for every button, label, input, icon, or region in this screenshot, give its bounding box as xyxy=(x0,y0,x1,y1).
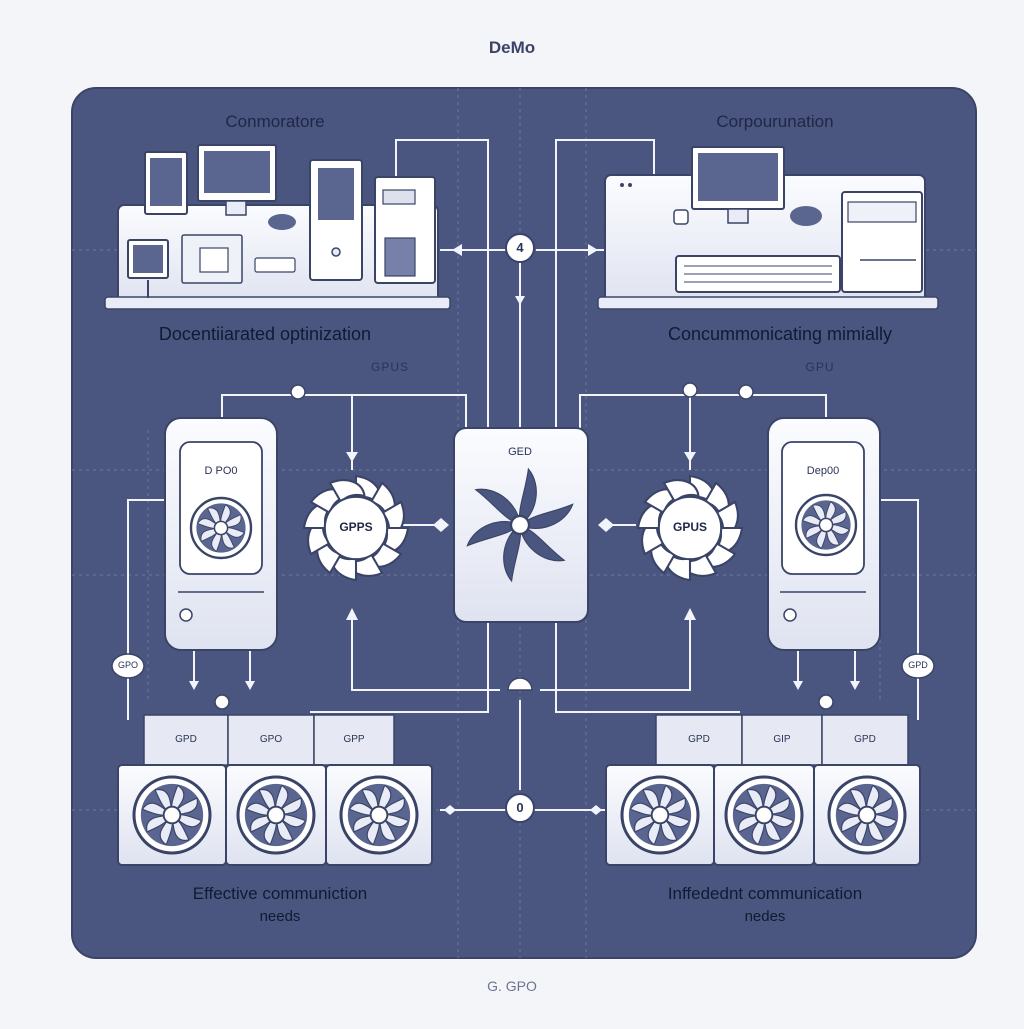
node-top xyxy=(505,233,535,263)
bottom-left-caption-line1: Effective communiction xyxy=(192,884,368,903)
rack-right-label-1: GPD xyxy=(688,734,710,745)
bottom-left-caption-line2: needs xyxy=(259,908,301,925)
workstation-left xyxy=(104,144,451,310)
workstation-right xyxy=(597,146,939,310)
gpu-card-left xyxy=(164,417,278,651)
bottom-right-caption-line2: nedes xyxy=(744,908,786,925)
top-left-sub: GPUS xyxy=(370,360,409,374)
gpu-card-right-label: Dep00 xyxy=(806,465,840,477)
gpu-rack-left xyxy=(118,714,432,865)
top-right-heading: Corpourunation xyxy=(716,112,834,131)
gpu-card-left-label: D PO0 xyxy=(204,465,238,477)
mouse-icon xyxy=(268,214,296,230)
rack-left-label-1: GPD xyxy=(175,734,197,745)
rack-left-label-3: GPP xyxy=(343,734,365,745)
gear-left-label: GPPS xyxy=(339,520,373,534)
footer-label: G. GPO xyxy=(487,978,537,994)
top-left-heading: Conmoratore xyxy=(225,112,325,131)
center-card-label: GED xyxy=(508,446,532,458)
side-tag-right: GPD xyxy=(908,660,928,670)
gear-right-label: GPUS xyxy=(672,520,707,534)
gpu-card-right xyxy=(767,417,881,651)
node-top-label: 4 xyxy=(516,240,524,255)
mouse-icon xyxy=(790,206,822,226)
arrowheads xyxy=(189,244,860,815)
node-bottom-label: 0 xyxy=(516,800,524,815)
connector-dots xyxy=(214,382,834,710)
side-tag-left-shape xyxy=(111,653,145,679)
rack-right-label-3: GPD xyxy=(854,734,876,745)
top-left-caption: Docentiiarated optinization xyxy=(158,324,372,344)
diagram-title: DeMo xyxy=(488,38,536,57)
top-right-sub: GPU xyxy=(805,360,835,374)
node-bottom xyxy=(505,793,535,823)
center-gpu-card xyxy=(453,427,589,623)
vertical-drops xyxy=(193,650,856,684)
rack-right-label-2: GIP xyxy=(773,734,791,745)
side-tag-right-shape xyxy=(901,653,935,679)
gpu-rack-right xyxy=(606,714,920,865)
top-right-caption: Concummonicating mimially xyxy=(667,324,893,344)
rack-left-label-2: GPO xyxy=(259,734,283,745)
side-tag-left: GPO xyxy=(117,660,138,670)
bottom-right-caption-line1: Inffedednt communication xyxy=(667,884,863,903)
keyboard-icon xyxy=(254,257,296,273)
